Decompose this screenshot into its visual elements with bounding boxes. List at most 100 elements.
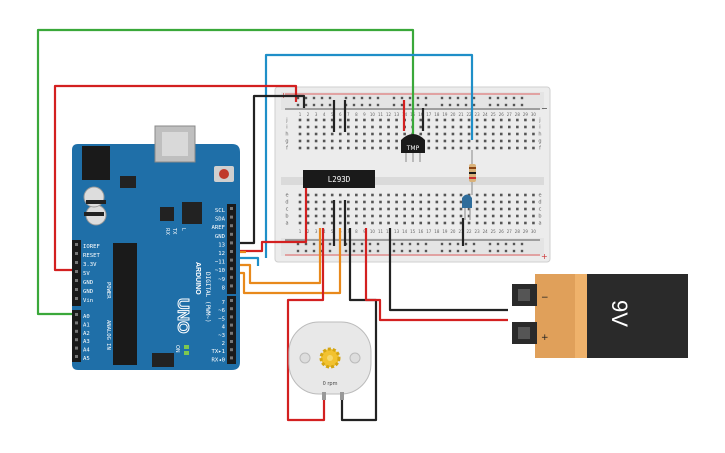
bb-hole[interactable]: [371, 200, 374, 204]
header-pin[interactable]: [230, 323, 233, 327]
bb-hole[interactable]: [314, 146, 318, 150]
bb-rail-hole[interactable]: [520, 103, 524, 107]
bb-hole[interactable]: [475, 139, 479, 143]
bb-rail-hole[interactable]: [512, 242, 516, 246]
bb-hole[interactable]: [483, 200, 487, 204]
bb-hole[interactable]: [395, 125, 398, 129]
bb-hole[interactable]: [379, 200, 382, 204]
bb-rail-hole[interactable]: [496, 103, 500, 107]
bb-rail-hole[interactable]: [312, 242, 316, 246]
bb-rail-hole[interactable]: [448, 96, 452, 100]
bb-hole[interactable]: [499, 118, 503, 122]
bb-hole[interactable]: [427, 139, 431, 143]
bb-hole[interactable]: [347, 146, 350, 150]
bb-hole[interactable]: [483, 118, 487, 122]
bb-hole[interactable]: [347, 214, 350, 218]
bb-hole[interactable]: [395, 221, 398, 225]
bb-rail-hole[interactable]: [312, 103, 316, 107]
bb-hole[interactable]: [322, 207, 326, 211]
bb-hole[interactable]: [435, 207, 439, 211]
bb-hole[interactable]: [427, 125, 431, 129]
bb-hole[interactable]: [475, 125, 479, 129]
bb-rail-hole[interactable]: [400, 249, 404, 253]
header-pin[interactable]: [230, 241, 233, 245]
bb-hole[interactable]: [306, 118, 310, 122]
bb-hole[interactable]: [338, 207, 342, 211]
bb-rail-hole[interactable]: [416, 249, 420, 253]
header-pin[interactable]: [75, 270, 78, 273]
header-pin[interactable]: [230, 340, 233, 343]
bb-hole[interactable]: [298, 207, 302, 211]
header-pin[interactable]: [230, 267, 233, 271]
header-pin[interactable]: [75, 338, 78, 342]
bb-hole[interactable]: [355, 132, 358, 136]
bb-hole[interactable]: [419, 200, 423, 204]
header-pin[interactable]: [75, 261, 78, 264]
bb-hole[interactable]: [443, 214, 447, 218]
bb-hole[interactable]: [395, 214, 398, 218]
header-pin[interactable]: [230, 315, 233, 319]
bb-hole[interactable]: [467, 193, 471, 197]
bb-hole[interactable]: [355, 139, 358, 143]
bb-hole[interactable]: [306, 139, 310, 143]
bb-hole[interactable]: [347, 193, 350, 197]
bb-hole[interactable]: [330, 193, 334, 197]
bb-rail-hole[interactable]: [304, 96, 308, 100]
bb-rail-hole[interactable]: [440, 96, 444, 100]
bb-hole[interactable]: [459, 221, 463, 225]
bb-hole[interactable]: [371, 125, 374, 129]
bb-hole[interactable]: [322, 118, 326, 122]
bb-hole[interactable]: [338, 118, 342, 122]
bb-rail-hole[interactable]: [472, 96, 476, 100]
bb-hole[interactable]: [347, 125, 350, 129]
bb-rail-hole[interactable]: [360, 96, 364, 100]
digital-header-bottom[interactable]: [227, 296, 236, 364]
bb-rail-hole[interactable]: [464, 249, 468, 253]
bb-hole[interactable]: [395, 132, 398, 136]
bb-rail-hole[interactable]: [352, 249, 356, 253]
bb-hole[interactable]: [467, 118, 471, 122]
bb-rail-hole[interactable]: [400, 103, 404, 107]
bb-rail-hole[interactable]: [496, 96, 500, 100]
bb-hole[interactable]: [363, 132, 366, 136]
bb-hole[interactable]: [411, 200, 414, 204]
wire-black-battery[interactable]: [388, 228, 508, 312]
bb-rail-hole[interactable]: [456, 249, 460, 253]
bb-rail-hole[interactable]: [328, 103, 332, 107]
bb-hole[interactable]: [338, 200, 342, 204]
bb-rail-hole[interactable]: [424, 242, 428, 246]
bb-hole[interactable]: [499, 146, 503, 150]
bb-hole[interactable]: [435, 221, 439, 225]
bb-hole[interactable]: [524, 132, 527, 136]
bb-hole[interactable]: [499, 139, 503, 143]
bb-hole[interactable]: [298, 132, 302, 136]
bb-hole[interactable]: [491, 146, 495, 150]
bb-hole[interactable]: [483, 193, 487, 197]
bb-hole[interactable]: [314, 221, 318, 225]
bb-hole[interactable]: [532, 132, 535, 136]
bb-rail-hole[interactable]: [464, 242, 468, 246]
bb-hole[interactable]: [443, 221, 447, 225]
bb-hole[interactable]: [387, 207, 390, 211]
bb-hole[interactable]: [298, 139, 302, 143]
bb-hole[interactable]: [475, 132, 479, 136]
bb-rail-hole[interactable]: [448, 103, 452, 107]
bb-hole[interactable]: [467, 146, 471, 150]
bb-hole[interactable]: [419, 118, 423, 122]
bb-rail-hole[interactable]: [376, 96, 380, 100]
bb-hole[interactable]: [491, 221, 495, 225]
bb-hole[interactable]: [314, 200, 318, 204]
bb-rail-hole[interactable]: [344, 249, 348, 253]
bb-hole[interactable]: [298, 125, 302, 129]
bb-hole[interactable]: [371, 132, 374, 136]
bb-rail-hole[interactable]: [416, 103, 420, 107]
bb-hole[interactable]: [475, 193, 479, 197]
bb-hole[interactable]: [371, 214, 374, 218]
bb-hole[interactable]: [459, 207, 463, 211]
header-pin[interactable]: [230, 250, 233, 253]
bb-hole[interactable]: [379, 193, 382, 197]
battery-9v[interactable]: − + 9V: [512, 274, 688, 358]
bb-hole[interactable]: [532, 146, 535, 150]
bb-hole[interactable]: [491, 200, 495, 204]
bb-hole[interactable]: [411, 214, 414, 218]
